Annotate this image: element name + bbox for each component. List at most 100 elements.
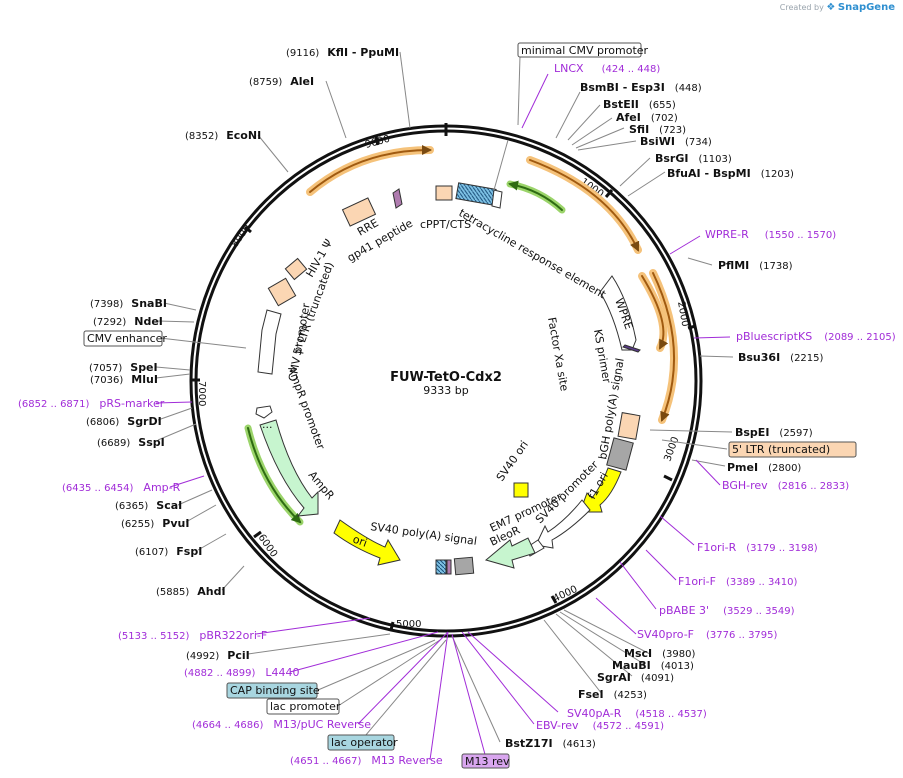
primer-pbr322ori-f: (5133 .. 5152)pBR322ori-F bbox=[118, 629, 267, 642]
tick-3000 bbox=[663, 474, 673, 482]
tick-label-9000: 9000 bbox=[364, 134, 391, 151]
site-fspi: (6107)FspI bbox=[135, 545, 202, 558]
label-tre: tetracycline response element bbox=[457, 206, 609, 301]
label-cap-site: CAP binding site bbox=[230, 684, 320, 697]
cmv-promoter-feature bbox=[257, 309, 282, 375]
primer-pbabe3: pBABE 3'(3529 .. 3549) bbox=[659, 604, 795, 617]
cppt-feature bbox=[435, 185, 453, 201]
site-bsmbi: BsmBI - Esp3I(448) bbox=[580, 81, 702, 94]
gray-feature-bottom bbox=[453, 556, 475, 576]
tick-2000 bbox=[687, 324, 697, 330]
site-bstz17i: BstZ17I(4613) bbox=[505, 737, 596, 750]
label-lac-promoter: lac promoter bbox=[270, 700, 341, 713]
primer-sv40pa-r: SV40pA-R(4518 .. 4537) bbox=[567, 707, 707, 720]
tick-label-3000: 3000 bbox=[662, 435, 681, 463]
site-bspei: BspEI(2597) bbox=[735, 426, 813, 439]
label-ori: ori bbox=[351, 533, 369, 550]
snapgene-watermark: Created by ❖ SnapGene bbox=[780, 2, 895, 13]
tick-8000 bbox=[244, 225, 252, 234]
tick-label-5000: 5000 bbox=[396, 619, 421, 630]
site-ahdi: (5885)AhdI bbox=[156, 585, 226, 598]
label-sv40pa: SV40 poly(A) signal bbox=[370, 520, 478, 548]
label-five-ltr: 5' LTR (truncated) bbox=[732, 443, 830, 456]
primer-amp-r: (6435 .. 6454)Amp-R bbox=[62, 481, 181, 494]
site-mlui: (7036)MluI bbox=[90, 373, 158, 386]
rre-feature bbox=[341, 197, 377, 227]
primer-ebv-rev: EBV-rev(4572 .. 4591) bbox=[536, 719, 664, 732]
site-msci: MscI(3980) bbox=[624, 647, 695, 660]
label-dots: ... bbox=[262, 418, 273, 431]
site-sfii: SfiI(723) bbox=[629, 123, 686, 136]
site-maubi: MauBI(4013) bbox=[612, 659, 694, 672]
label-factor-xa: Factor Xa site bbox=[545, 316, 571, 392]
wpre-feature bbox=[599, 275, 637, 351]
site-sspi: (6689)SspI bbox=[97, 436, 165, 449]
primer-l4440: (4882 .. 4899)L4440 bbox=[184, 666, 300, 679]
tick-5000 bbox=[389, 621, 395, 631]
site-pcii: (4992)PciI bbox=[186, 649, 250, 662]
sv40-pa-feature bbox=[435, 559, 447, 575]
primer-bgh-rev: BGH-rev(2816 .. 2833) bbox=[722, 479, 849, 492]
bleor-feature bbox=[484, 537, 536, 569]
label-ampr-promoter: AmpR promoter bbox=[285, 365, 327, 452]
site-fsei: FseI(4253) bbox=[578, 688, 647, 701]
label-cmv-enhancer: CMV enhancer bbox=[87, 332, 167, 345]
site-econi: (8352)EcoNI bbox=[185, 129, 261, 142]
label-m13-rev: M13 rev bbox=[465, 755, 510, 768]
tre-feature bbox=[455, 182, 497, 206]
tick-6000 bbox=[253, 530, 262, 539]
box-minimal-cmv bbox=[517, 42, 642, 58]
ltr5-inner-feature bbox=[267, 277, 297, 307]
label-minimal-cmv: minimal CMV promoter bbox=[521, 44, 649, 57]
tick-label-2000: 2000 bbox=[675, 301, 690, 328]
site-alei: (8759)AleI bbox=[249, 75, 314, 88]
site-afei: AfeI(702) bbox=[616, 111, 678, 124]
site-bsteii: BstEII(655) bbox=[603, 98, 676, 111]
box-m13-rev bbox=[461, 753, 510, 769]
ltr3-feature bbox=[617, 412, 641, 440]
ks-primer-feature bbox=[622, 344, 641, 353]
tick-9000 bbox=[374, 135, 380, 146]
box-cmv-enhancer bbox=[83, 330, 163, 347]
primer-pbluescriptks: pBluescriptKS(2089 .. 2105) bbox=[736, 330, 896, 343]
tick-label-8000: 8000 bbox=[229, 223, 253, 250]
label-lac-operator: lac operator bbox=[331, 736, 398, 749]
minimal-cmv-feature bbox=[491, 189, 503, 209]
primer-f1ori-f: F1ori-F(3389 .. 3410) bbox=[678, 575, 797, 588]
f1-ori-feature bbox=[579, 467, 622, 513]
plasmid-name: FUW-TetO-Cdx2 bbox=[390, 370, 502, 385]
primer-wpre-r: WPRE-R(1550 .. 1570) bbox=[705, 228, 836, 241]
site-bsrgi: BsrGI(1103) bbox=[655, 152, 732, 165]
site-bsiwi: BsiWI(734) bbox=[640, 135, 712, 148]
site-spei: (7057)SpeI bbox=[89, 361, 158, 374]
plasmid-length: 9333 bp bbox=[423, 384, 468, 397]
site-pvui: (6255)PvuI bbox=[121, 517, 189, 530]
site-pmei: PmeI(2800) bbox=[727, 461, 801, 474]
box-five-ltr bbox=[728, 441, 857, 458]
site-scai: (6365)ScaI bbox=[115, 499, 182, 512]
tick-label-7000: 7000 bbox=[196, 381, 207, 406]
primer-f1ori-r: F1ori-R(3179 .. 3198) bbox=[697, 541, 818, 554]
label-sv40-ori: SV40 ori bbox=[494, 438, 531, 483]
ori-feature bbox=[333, 519, 401, 566]
site-sgrdi: (6806)SgrDI bbox=[86, 415, 162, 428]
primer-m13-puc-reverse: (4664 .. 4686)M13/pUC Reverse bbox=[192, 718, 371, 731]
sv40-promoter-feature bbox=[535, 499, 591, 549]
site-pflmi: PflMI(1738) bbox=[718, 259, 793, 272]
site-ndei: (7292)NdeI bbox=[93, 315, 163, 328]
primer-m13-reverse: (4651 .. 4667)M13 Reverse bbox=[290, 754, 443, 767]
green-arrow-top bbox=[506, 180, 566, 214]
watermark-brand: SnapGene bbox=[837, 2, 895, 13]
box-lac-promoter bbox=[266, 698, 340, 715]
gp41-feature bbox=[392, 188, 403, 209]
tick-1000 bbox=[604, 189, 614, 198]
label-cppt: cPPT/CTS bbox=[420, 218, 471, 231]
site-bsu36i: Bsu36I(2215) bbox=[738, 351, 824, 364]
primer-sv40pro-f: SV40pro-F(3776 .. 3795) bbox=[637, 628, 778, 641]
site-kfli: (9116)KflI - PpuMI bbox=[286, 46, 399, 59]
primer-lncx: LNCX(424 .. 448) bbox=[554, 62, 660, 75]
bgh-feature bbox=[606, 437, 634, 471]
site-snabi: (7398)SnaBI bbox=[90, 297, 167, 310]
primer-prs-marker: (6852 .. 6871)pRS-marker bbox=[18, 397, 165, 410]
